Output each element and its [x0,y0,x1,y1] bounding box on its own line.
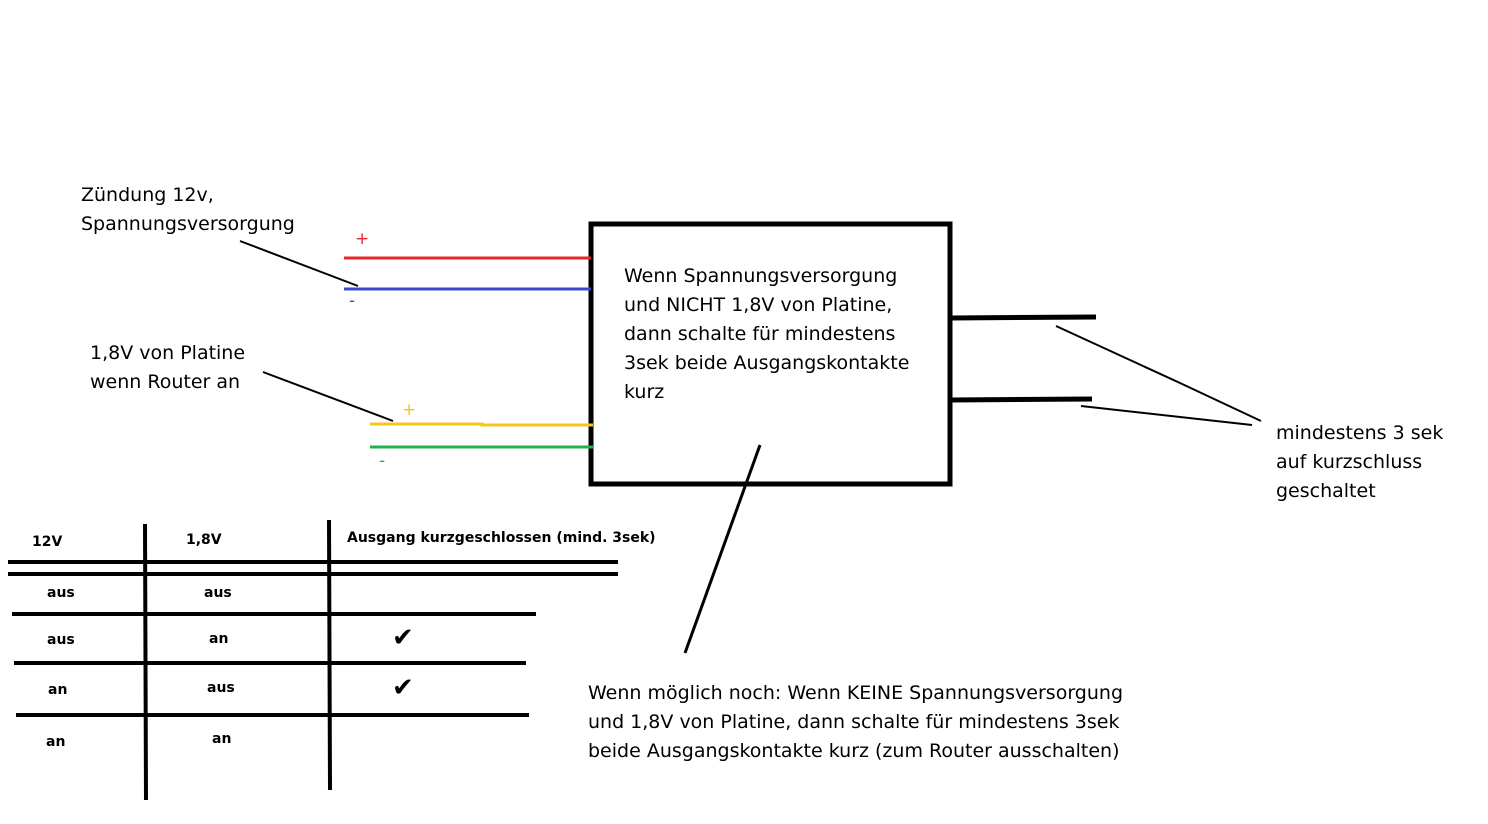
yellow-plus-sign: + [402,400,417,420]
note-text: Wenn möglich noch: Wenn KEINE Spannungsv… [588,679,1123,766]
pointer-output-1 [1055,325,1262,422]
box-description-line-5: kurz [624,381,665,403]
pointer-note [683,444,762,654]
platine-label-line-1: 1,8V von Platine [90,342,246,364]
checkmark-icon: ✔ [392,623,414,653]
table-cell-18v: aus [204,585,232,601]
box-description-line-1: Wenn Spannungsversorgung [624,265,898,287]
output-label: mindestens 3 sek auf kurzschluss geschal… [1276,419,1443,506]
table-header-18v: 1,8V [186,532,222,548]
red-plus-sign: + [355,229,370,249]
box-description: Wenn Spannungsversorgung und NICHT 1,8V … [624,262,909,407]
blue-minus-sign: - [349,291,356,311]
pointer-platine [262,371,394,422]
yellow-wire [370,422,593,427]
pointer-ignition [239,240,359,287]
platine-label-line-2: wenn Router an [90,371,241,393]
output-label-line-3: geschaltet [1276,480,1376,502]
table-cell-18v: an [212,731,232,747]
table-cell-12v: aus [47,632,75,648]
ignition-label-line-1: Zündung 12v, [81,184,214,206]
table-header-12v: 12V [32,534,63,550]
table-cell-12v: an [46,734,66,750]
green-minus-sign: - [379,451,386,471]
table-cell-18v: an [209,631,229,647]
platine-label: 1,8V von Platine wenn Router an [90,339,245,397]
checkmark-icon: ✔ [392,673,414,703]
table-cell-12v: an [48,682,68,698]
box-description-line-4: 3sek beide Ausgangskontakte [624,352,910,374]
table-header-output: Ausgang kurzgeschlossen (mind. 3sek) [347,530,656,546]
table-cell-12v: aus [47,585,75,601]
output-contact-2 [949,396,1093,403]
output-contact-1 [949,314,1097,321]
output-label-line-1: mindestens 3 sek [1276,422,1444,444]
note-line-2: und 1,8V von Platine, dann schalte für m… [588,711,1120,733]
box-description-line-3: dann schalte für mindestens [624,323,896,345]
ignition-label-line-2: Spannungsversorgung [81,213,295,235]
table-col-line-2 [327,519,332,791]
table-cell-18v: aus [207,680,235,696]
note-line-3: beide Ausgangskontakte kurz (zum Router … [588,740,1120,762]
pointer-output-2 [1080,405,1253,426]
output-label-line-2: auf kurzschluss [1276,451,1423,473]
control-box [588,221,953,487]
ignition-label: Zündung 12v, Spannungsversorgung [81,181,295,239]
note-line-1: Wenn möglich noch: Wenn KEINE Spannungsv… [588,682,1124,704]
box-description-line-2: und NICHT 1,8V von Platine, [624,294,893,316]
